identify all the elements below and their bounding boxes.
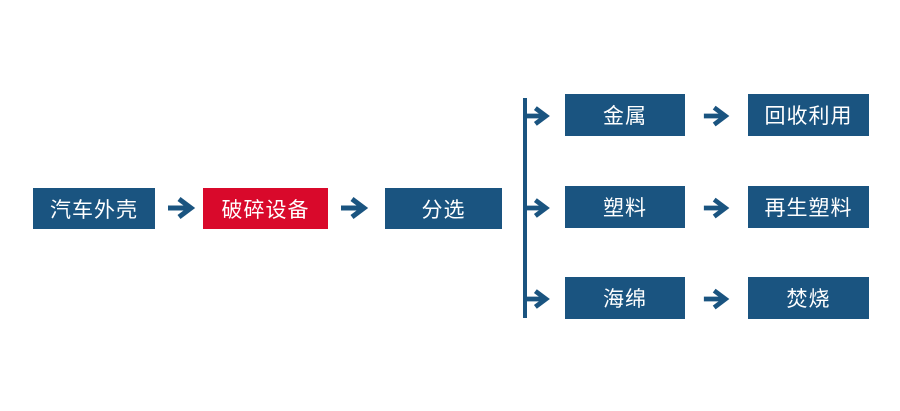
arrow-right-icon	[525, 106, 550, 126]
arrow-right-icon	[341, 197, 369, 219]
branch-connector-line	[523, 98, 527, 318]
node-recycling-use: 回收利用	[748, 94, 869, 136]
node-sponge: 海绵	[565, 277, 685, 319]
node-sorting: 分选	[385, 188, 502, 229]
node-plastic: 塑料	[565, 186, 685, 228]
arrow-right-icon	[525, 198, 550, 218]
node-recycled-plastic: 再生塑料	[748, 186, 869, 228]
arrow-right-icon	[703, 197, 730, 219]
arrow-right-icon	[703, 288, 730, 310]
node-metal: 金属	[565, 94, 685, 136]
node-car-shell: 汽车外壳	[33, 188, 155, 229]
node-incineration: 焚烧	[748, 277, 869, 319]
arrow-right-icon	[525, 289, 550, 309]
arrow-right-icon	[168, 197, 196, 219]
node-crushing-equipment: 破碎设备	[203, 188, 328, 229]
arrow-right-icon	[703, 105, 730, 127]
